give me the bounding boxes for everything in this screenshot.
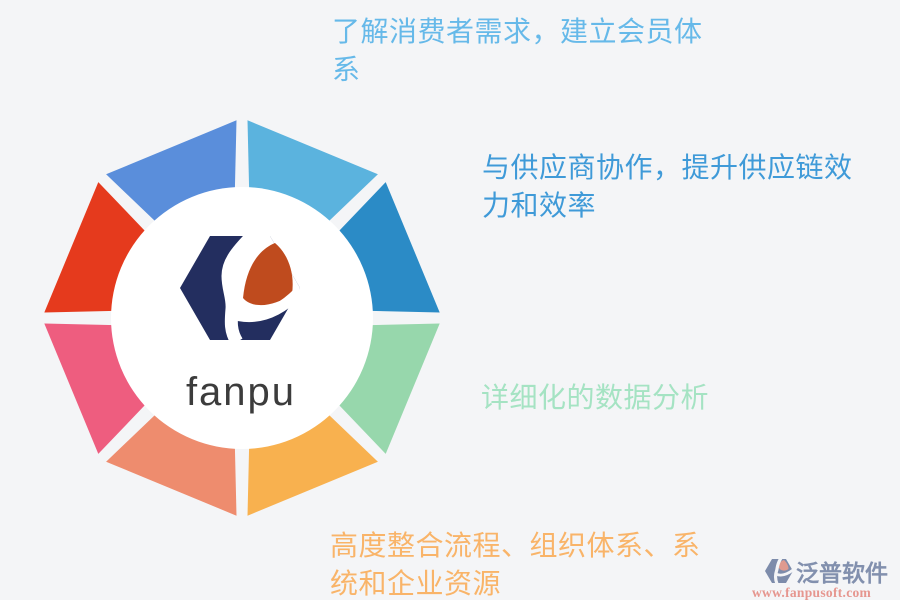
fanpu-logo-icon <box>180 229 302 346</box>
watermark-brand: 泛普软件 <box>796 561 888 586</box>
annotation-line: 高度整合流程、组织体系、系 <box>330 531 701 562</box>
annotation-analysis: 详细化的数据分析 <box>481 380 709 418</box>
logo-flame <box>243 243 293 306</box>
flower-diagram: fanpu <box>44 120 440 516</box>
annotation-integration: 高度整合流程、组织体系、系 统和企业资源 <box>330 528 701 600</box>
watermark-swoosh-2 <box>775 568 794 576</box>
annotation-line: 系 <box>332 55 361 86</box>
logo-swoosh-vertical <box>221 229 259 346</box>
annotation-consumer: 了解消费者需求，建立会员体 系 <box>332 14 703 90</box>
annotation-line: 与供应商协作，提升供应链效 <box>482 153 853 184</box>
annotation-line: 统和企业资源 <box>330 569 502 600</box>
logo-wordmark: fanpu <box>186 370 296 414</box>
fanpu-watermark-icon <box>765 557 794 585</box>
annotation-line: 力和效率 <box>482 191 597 222</box>
logo-swoosh-horizontal <box>227 289 302 322</box>
annotation-line: 了解消费者需求，建立会员体 <box>332 17 703 48</box>
watermark-swoosh <box>774 557 783 585</box>
watermark-url: www.fanpusoft.com <box>752 585 872 600</box>
watermark-accent <box>779 559 789 571</box>
annotation-line: 详细化的数据分析 <box>481 383 710 414</box>
annotation-supplier: 与供应商协作，提升供应链效 力和效率 <box>482 150 853 226</box>
watermark: 泛普软件 www.fanpusoft.com <box>748 554 898 600</box>
